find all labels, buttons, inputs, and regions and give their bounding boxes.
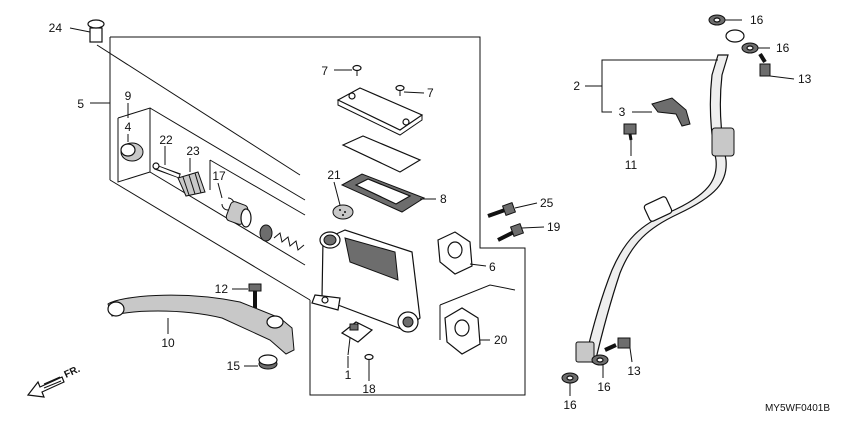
part-11-bolt xyxy=(623,123,637,141)
label-part-5: 5 xyxy=(77,97,84,111)
part-24-bolt xyxy=(87,19,105,43)
leader-lines xyxy=(69,19,795,396)
part-7-screws xyxy=(352,64,405,96)
label-part-25: 25 xyxy=(540,196,554,210)
part-13-bolts xyxy=(604,52,771,352)
label-part-15: 15 xyxy=(227,359,241,373)
label-part-22: 22 xyxy=(159,133,173,147)
part-8-diaphragm xyxy=(340,173,426,213)
label-part-16-mid: 16 xyxy=(776,41,790,55)
label-part-24: 24 xyxy=(49,21,63,35)
part-1-switch xyxy=(340,321,374,356)
part-19-bolt xyxy=(497,222,525,242)
part-3-clamp xyxy=(651,97,691,127)
label-part-11: 11 xyxy=(625,158,638,172)
label-part-10: 10 xyxy=(161,336,175,350)
part-10-lever xyxy=(107,294,295,355)
label-part-13-top: 13 xyxy=(798,72,812,86)
front-direction-label: FR. xyxy=(63,364,82,381)
piston-set xyxy=(225,201,305,251)
part-20-holder xyxy=(444,307,481,355)
part-21-float xyxy=(332,204,354,220)
label-part-16-bottom-left: 16 xyxy=(563,398,577,412)
part-18-screw xyxy=(364,353,374,368)
label-part-9: 9 xyxy=(125,89,132,103)
part-master-cylinder-body xyxy=(311,229,421,333)
part-25-bolt xyxy=(487,201,517,218)
label-part-16-bottom-right: 16 xyxy=(597,380,611,394)
label-part-20: 20 xyxy=(494,333,508,347)
part-4-cup xyxy=(120,142,144,162)
diagram-code: MY5WF0401B xyxy=(765,403,830,414)
part-22-push-rod xyxy=(152,162,181,179)
label-part-2: 2 xyxy=(573,79,580,93)
label-part-7-top: 7 xyxy=(321,64,328,78)
part-plate xyxy=(341,135,422,173)
label-part-7-right: 7 xyxy=(427,86,434,100)
label-part-3: 3 xyxy=(619,105,626,119)
part-15-nut xyxy=(258,354,278,370)
part-reservoir-cap xyxy=(336,87,424,136)
label-part-4: 4 xyxy=(125,120,132,134)
label-part-18: 18 xyxy=(362,382,376,396)
part-12-pivot-bolt xyxy=(248,283,262,308)
label-part-8: 8 xyxy=(440,192,447,206)
front-arrow-icon xyxy=(26,376,65,398)
label-part-12: 12 xyxy=(215,282,229,296)
part-23-boot xyxy=(177,171,206,197)
label-part-21: 21 xyxy=(327,168,341,182)
part-6-holder xyxy=(437,231,473,275)
label-part-17: 17 xyxy=(212,169,226,183)
part-2-brake-hose xyxy=(575,54,735,364)
label-part-16-top: 16 xyxy=(750,13,764,27)
label-part-1: 1 xyxy=(345,368,352,382)
label-part-19: 19 xyxy=(547,220,561,234)
label-part-6: 6 xyxy=(489,260,496,274)
label-part-23: 23 xyxy=(186,144,200,158)
label-part-13-bottom: 13 xyxy=(627,364,641,378)
part-16-washers xyxy=(561,14,759,384)
